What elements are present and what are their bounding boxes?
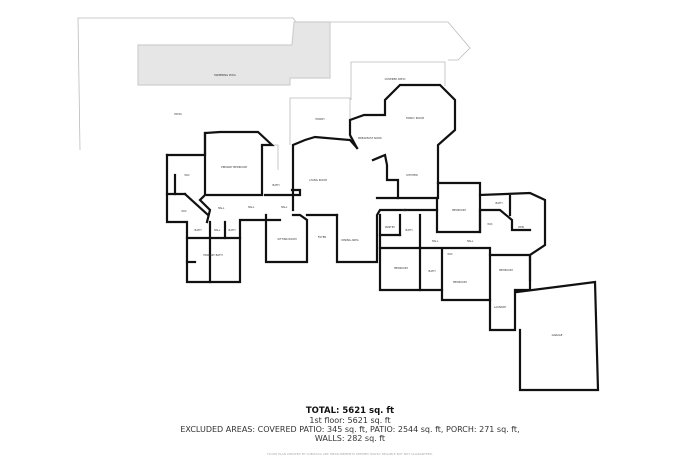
label-bath: BATH xyxy=(195,228,202,232)
label-laundry: LAUNDRY xyxy=(494,305,507,309)
label-porch: PORCH xyxy=(315,117,324,121)
covered-patio-outline xyxy=(350,61,446,100)
label-primary-bath: PRIMARY BATH xyxy=(203,253,222,257)
label-wic: WIC xyxy=(447,252,452,256)
label-foyer: FOYER xyxy=(318,235,327,239)
label-hall: HALL xyxy=(432,239,439,243)
label-hall: HALL xyxy=(467,239,474,243)
swimming-pool xyxy=(137,21,331,86)
label-den: DEN xyxy=(518,225,524,229)
label-primary-bedroom: PRIMARY BEDROOM xyxy=(221,165,247,169)
label-living-room: LIVING ROOM xyxy=(309,178,327,182)
label-covered-patio: COVERED PATIO xyxy=(385,77,406,81)
excluded-areas: EXCLUDED AREAS: COVERED PATIO: 345 sq. f… xyxy=(180,425,520,434)
label-wic: WIC xyxy=(184,173,189,177)
walls xyxy=(165,83,600,392)
label-bedroom: BEDROOM xyxy=(499,268,513,272)
label-bath: BATH xyxy=(406,228,413,232)
label-bath: BATH xyxy=(273,183,280,187)
label-garage: GARAGE xyxy=(552,333,563,337)
total-area: TOTAL: 5621 sq. ft xyxy=(305,406,395,416)
label-hall: HALL xyxy=(402,208,409,212)
floor-area: 1st floor: 5621 sq. ft xyxy=(309,416,391,425)
label-bedroom: BEDROOM xyxy=(452,208,466,212)
label-bath: BATH xyxy=(229,228,236,232)
label-kitchen: KITCHEN xyxy=(406,173,417,177)
label-family-room: FAMILY ROOM xyxy=(406,116,424,120)
label-breakfast-nook: BREAKFAST NOOK xyxy=(358,136,382,140)
label-patio: PATIO xyxy=(174,112,181,116)
label-wic: WIC xyxy=(181,209,186,213)
walls-area: WALLS: 282 sq. ft xyxy=(314,434,386,443)
label-swimming-pool: SWIMMING POOL xyxy=(214,73,237,77)
label-hall: HALL xyxy=(214,228,221,232)
label-pantry: PANTRY xyxy=(385,225,395,229)
room-labels: SWIMMING POOL PATIO COVERED PATIO PORCH … xyxy=(174,73,562,337)
bath-outline xyxy=(262,144,279,170)
disclaimer: FLOOR PLAN CREATED BY CUBICASA APP. MEAS… xyxy=(267,452,433,456)
label-hall: HALL xyxy=(218,206,225,210)
label-bedroom: BEDROOM xyxy=(453,280,467,284)
label-sitting-room: SITTING ROOM xyxy=(277,237,296,241)
label-bath: BATH xyxy=(496,201,503,205)
patio-outline xyxy=(77,17,471,151)
label-bedroom: BEDROOM xyxy=(394,266,408,270)
label-hall: HALL xyxy=(281,205,288,209)
label-dining-area: DINING AREA xyxy=(341,238,358,242)
label-hall: HALL xyxy=(248,205,255,209)
label-wic: WIC xyxy=(487,222,492,226)
label-bath: BATH xyxy=(429,269,436,273)
area-summary: TOTAL: 5621 sq. ft 1st floor: 5621 sq. f… xyxy=(0,407,700,459)
